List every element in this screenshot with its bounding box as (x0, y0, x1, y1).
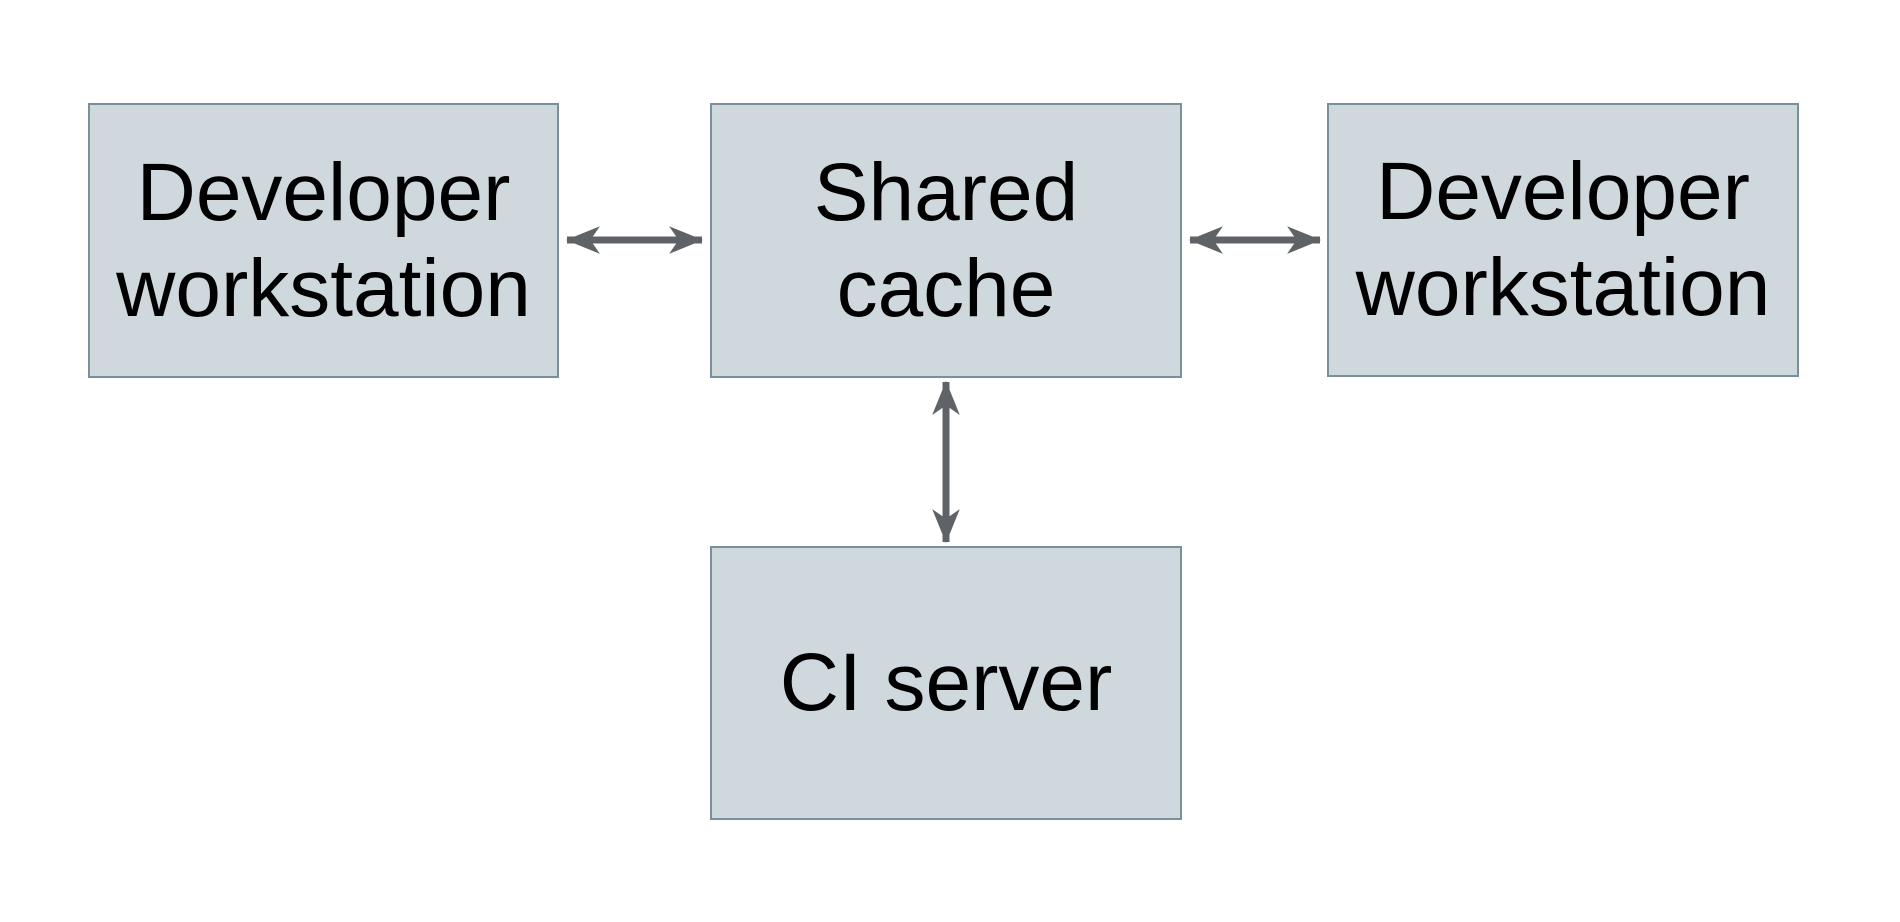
node-label-line: workstation (1355, 242, 1771, 333)
node-label: Shared cache (814, 145, 1078, 337)
node-label-line: cache (836, 242, 1056, 334)
node-label: Developer workstation (116, 145, 531, 337)
node-shared-cache: Shared cache (710, 103, 1182, 378)
node-label-line: CI server (779, 637, 1113, 728)
node-label-line: Shared (813, 146, 1079, 238)
node-label: Developer workstation (1356, 144, 1771, 336)
node-label-line: workstation (116, 242, 531, 334)
node-label: CI server (780, 635, 1113, 731)
node-developer-workstation-left: Developer workstation (88, 103, 559, 378)
node-label-line: Developer (1376, 146, 1750, 237)
node-ci-server: CI server (710, 546, 1182, 820)
node-developer-workstation-right: Developer workstation (1327, 103, 1799, 377)
node-label-line: Developer (136, 146, 511, 238)
